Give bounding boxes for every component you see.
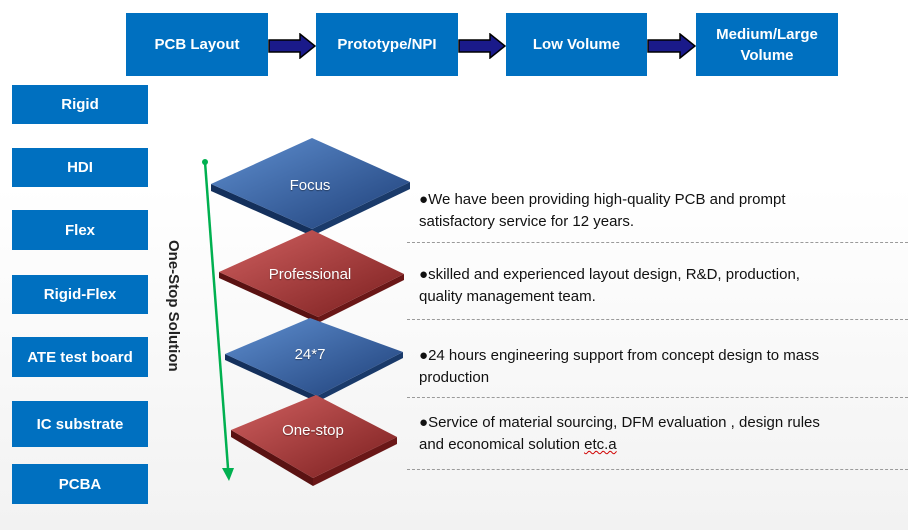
right-arrow-icon: [268, 33, 316, 59]
description-line2-tail: etc.a: [584, 436, 617, 453]
stage-prototype-npi: Prototype/NPI: [316, 13, 458, 76]
product-pcba: PCBA: [12, 464, 148, 504]
product-ate-test-board: ATE test board: [12, 337, 148, 377]
stage-low-volume: Low Volume: [506, 13, 647, 76]
diamond-one-stop: [231, 395, 397, 486]
description-line1: We have been providing high-quality PCB …: [428, 191, 786, 208]
diamond-one-stop-label: One-stop: [282, 422, 344, 439]
product-label: HDI: [67, 159, 93, 176]
separator-line: [407, 319, 908, 320]
right-arrow-icon: [647, 33, 696, 59]
product-label: IC substrate: [36, 415, 124, 433]
bullet-icon: ●: [419, 266, 429, 283]
product-rigid-flex: Rigid-Flex: [12, 275, 148, 314]
diamond-focus-label: Focus: [289, 177, 331, 194]
product-flex: Flex: [12, 210, 148, 250]
bullet-icon: ●: [419, 191, 429, 208]
stage-label: Prototype/NPI: [337, 36, 437, 53]
product-ic-substrate: IC substrate: [12, 401, 148, 447]
diamond-focus: [211, 138, 410, 236]
separator-line: [407, 242, 908, 243]
separator-line: [407, 469, 908, 470]
diamond-professional: [219, 230, 404, 323]
product-label: Rigid: [61, 96, 99, 113]
description-professional: ●skilled and experienced layout design, …: [419, 264, 899, 308]
description-24-7: ●24 hours engineering support from conce…: [419, 345, 899, 389]
product-label: PCBA: [58, 475, 102, 493]
stage-medium-large-volume: Medium/Large Volume: [696, 13, 838, 76]
description-line1: skilled and experienced layout design, R…: [428, 266, 800, 283]
stage-label: PCB Layout: [154, 36, 240, 53]
description-one-stop: ●Service of material sourcing, DFM evalu…: [419, 412, 899, 456]
description-line2: quality management team.: [419, 288, 596, 305]
description-line2: production: [419, 369, 490, 386]
stage-label: Low Volume: [532, 36, 621, 53]
description-focus: ●We have been providing high-quality PCB…: [419, 189, 899, 233]
green-arrow-head-icon: [222, 468, 234, 481]
green-arrow-dot: [202, 159, 208, 165]
product-rigid: Rigid: [12, 85, 148, 124]
diamond-professional-label: Professional: [268, 266, 352, 283]
separator-line: [407, 397, 908, 398]
stage-pcb-layout: PCB Layout: [126, 13, 268, 76]
description-line2: and economical solution: [419, 436, 580, 453]
bullet-icon: ●: [419, 414, 429, 431]
diamond-24-7: [225, 318, 403, 402]
product-label: Rigid-Flex: [43, 286, 117, 303]
right-arrow-icon: [458, 33, 506, 59]
diamond-24-7-label: 24*7: [294, 346, 326, 363]
product-label: Flex: [64, 221, 95, 239]
description-line2: satisfactory service for 12 years.: [419, 213, 635, 230]
bullet-icon: ●: [419, 347, 429, 364]
green-arrow-line: [203, 161, 230, 469]
stage-label-line2: Volume: [740, 46, 794, 64]
product-label: ATE test board: [27, 348, 133, 366]
product-hdi: HDI: [12, 148, 148, 187]
description-line1: 24 hours engineering support from concep…: [428, 347, 820, 364]
stage-label-line1: Medium/Large: [716, 25, 818, 43]
description-line1: Service of material sourcing, DFM evalua…: [428, 414, 820, 431]
